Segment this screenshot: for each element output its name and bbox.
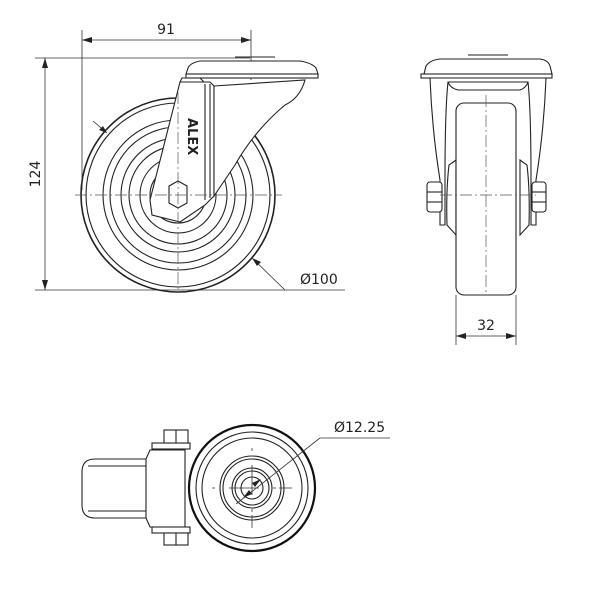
brand-label: ALEX xyxy=(184,118,199,155)
height-label: 124 xyxy=(28,161,44,188)
side-top-plate xyxy=(185,56,319,79)
width-label: 91 xyxy=(157,22,175,38)
dimension-height: 124 xyxy=(28,57,345,291)
dimension-wheel-width: 32 xyxy=(455,295,517,345)
bore-diameter-label: Ø12.25 xyxy=(334,420,385,436)
bottom-view: Ø12.25 xyxy=(81,420,390,553)
side-fork xyxy=(149,77,306,223)
wheel-diameter-label: Ø100 xyxy=(300,272,338,288)
dimension-width: 91 xyxy=(81,22,252,190)
front-view: 32 xyxy=(420,54,553,345)
dimension-bore-diameter: Ø12.25 xyxy=(235,420,390,505)
dimension-wheel-diameter: Ø100 xyxy=(251,257,338,291)
wheel-width-label: 32 xyxy=(477,318,495,334)
side-view: 91 124 xyxy=(28,22,345,293)
